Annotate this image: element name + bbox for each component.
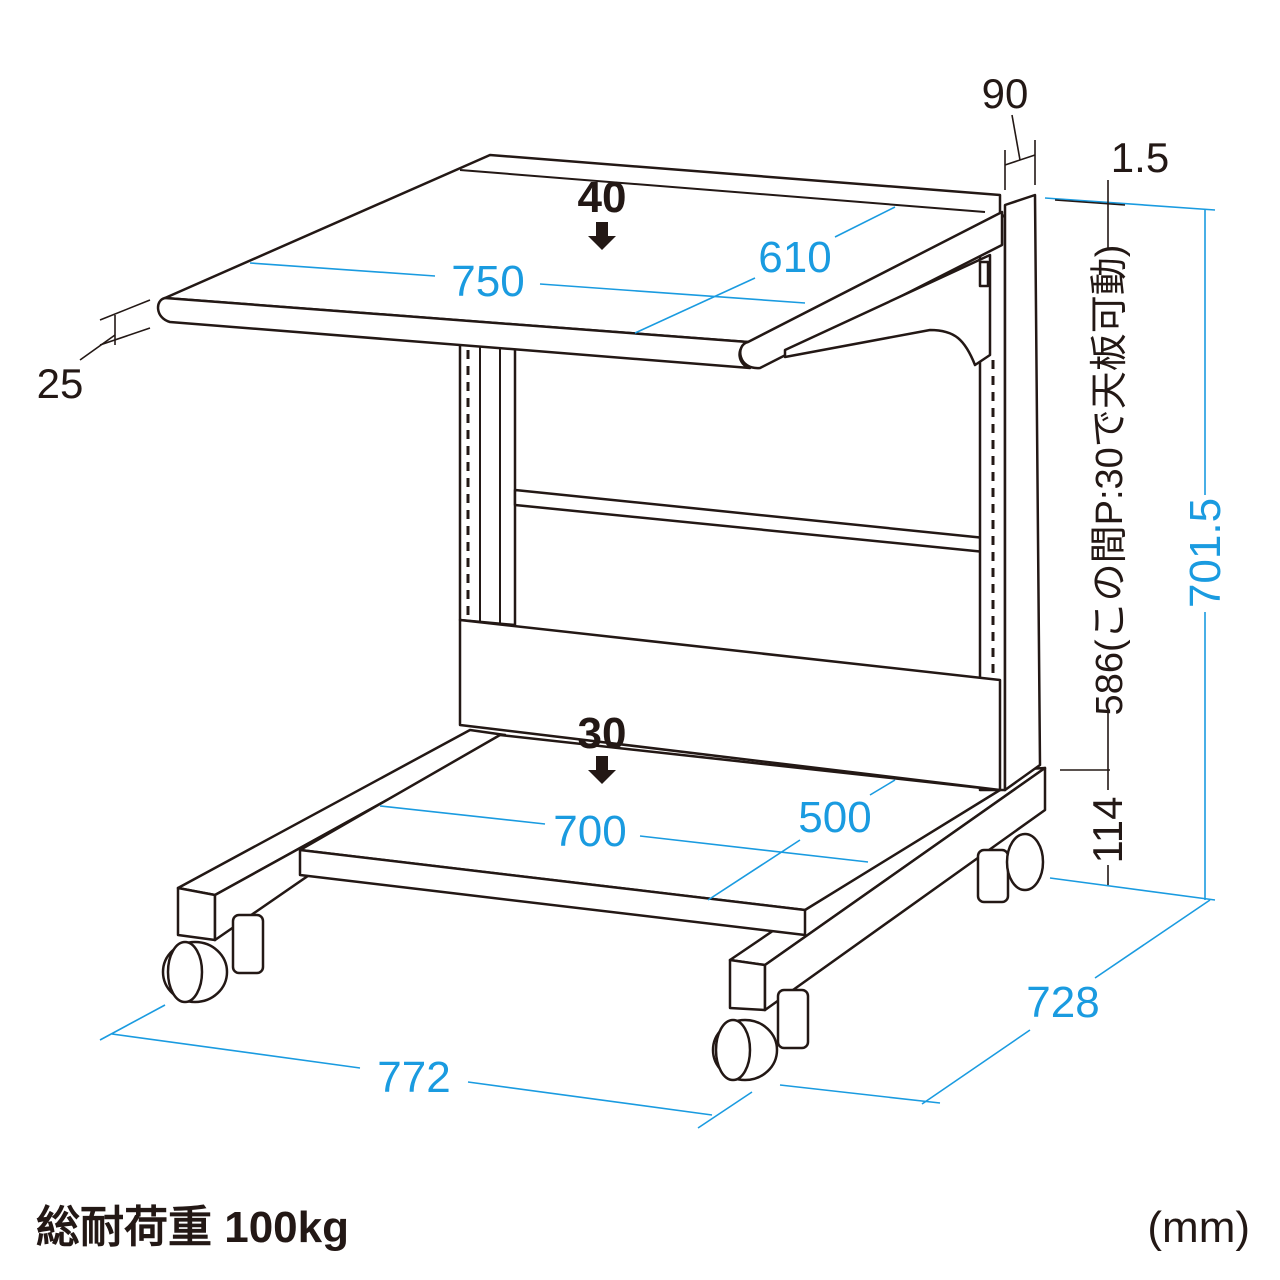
casters (161, 832, 1045, 1082)
top-shelf (156, 153, 1004, 370)
dim-upright-width: 90 (982, 70, 1029, 117)
unit-label: (mm) (1147, 1203, 1250, 1252)
dim-panel-thickness: 1.5 (1111, 134, 1169, 181)
load-arrow-icon (588, 222, 616, 250)
black-dimension-lines (79, 114, 1126, 885)
dim-base-height: 114 (1084, 797, 1131, 864)
dim-total-height: 701.5 (1181, 498, 1230, 608)
bottom-shelf-load: 30 (578, 709, 627, 758)
dim-top-depth: 610 (758, 233, 831, 282)
dim-adjustable-range: 586(この間P:30で天板可動) (1089, 245, 1131, 716)
load-arrow-icon (588, 756, 616, 784)
dim-overall-width: 772 (377, 1053, 450, 1102)
dim-bottom-width: 700 (553, 807, 626, 856)
dimension-lines (99, 197, 1216, 1129)
dim-top-thickness: 25 (37, 360, 84, 407)
bottom-shelf (298, 733, 1002, 937)
top-shelf-load: 40 (578, 173, 627, 222)
total-load-label: 総耐荷重 100kg (36, 1203, 349, 1252)
dim-overall-depth: 728 (1026, 978, 1099, 1027)
dim-top-width: 750 (451, 257, 524, 306)
dim-bottom-depth: 500 (798, 793, 871, 842)
